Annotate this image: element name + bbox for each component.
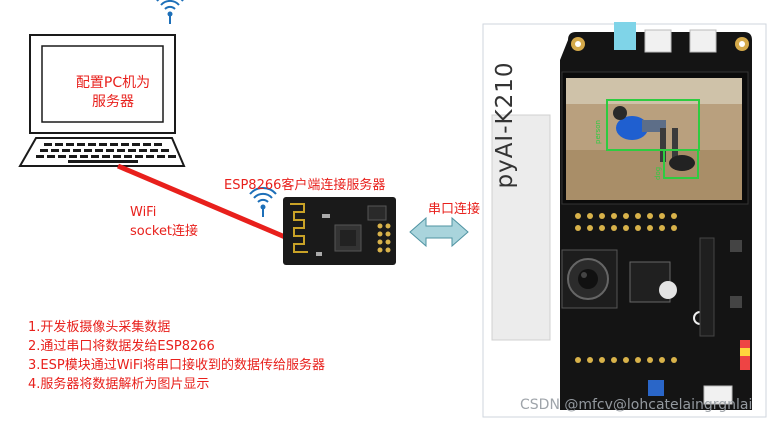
pc-computer-icon	[18, 34, 186, 167]
csdn-watermark: CSDN @mfcv@lohcatelaingrgnlai	[520, 397, 753, 413]
step-item: 3.ESP模块通过WiFi将串口接收到的数据传给服务器	[28, 358, 326, 373]
detection-label-dog: dog	[654, 167, 662, 180]
step-item: 1.开发板摄像头采集数据	[28, 320, 171, 335]
pyai-k210-board-photo: person dog	[482, 22, 767, 418]
uart-double-arrow	[409, 216, 469, 248]
pc-wifi-icon	[156, 0, 184, 24]
esp-wifi-icon	[249, 187, 277, 217]
pc-server-label-line1: 配置PC机为	[75, 75, 151, 91]
pc-server-label: 配置PC机为 服务器	[58, 74, 168, 112]
wifi-link-line	[117, 163, 286, 240]
pc-server-label-line2: 服务器	[92, 94, 134, 110]
esp-client-label: ESP8266客户端连接服务器	[224, 178, 386, 193]
wifi-label-line2: socket连接	[130, 224, 199, 239]
wifi-socket-label: WiFi socket连接	[130, 203, 198, 241]
step-item: 4.服务器将数据解析为图片显示	[28, 377, 210, 392]
wifi-label-line1: WiFi	[130, 205, 157, 220]
uart-connection-label: 串口连接	[428, 202, 481, 217]
board-name-label: pyAI-K210	[492, 61, 518, 189]
esp8266-module	[283, 197, 396, 265]
step-item: 2.通过串口将数据发给ESP8266	[28, 339, 215, 354]
steps-list: 1.开发板摄像头采集数据 2.通过串口将数据发给ESP8266 3.ESP模块通…	[28, 318, 325, 394]
detection-label-person: person	[594, 120, 602, 144]
